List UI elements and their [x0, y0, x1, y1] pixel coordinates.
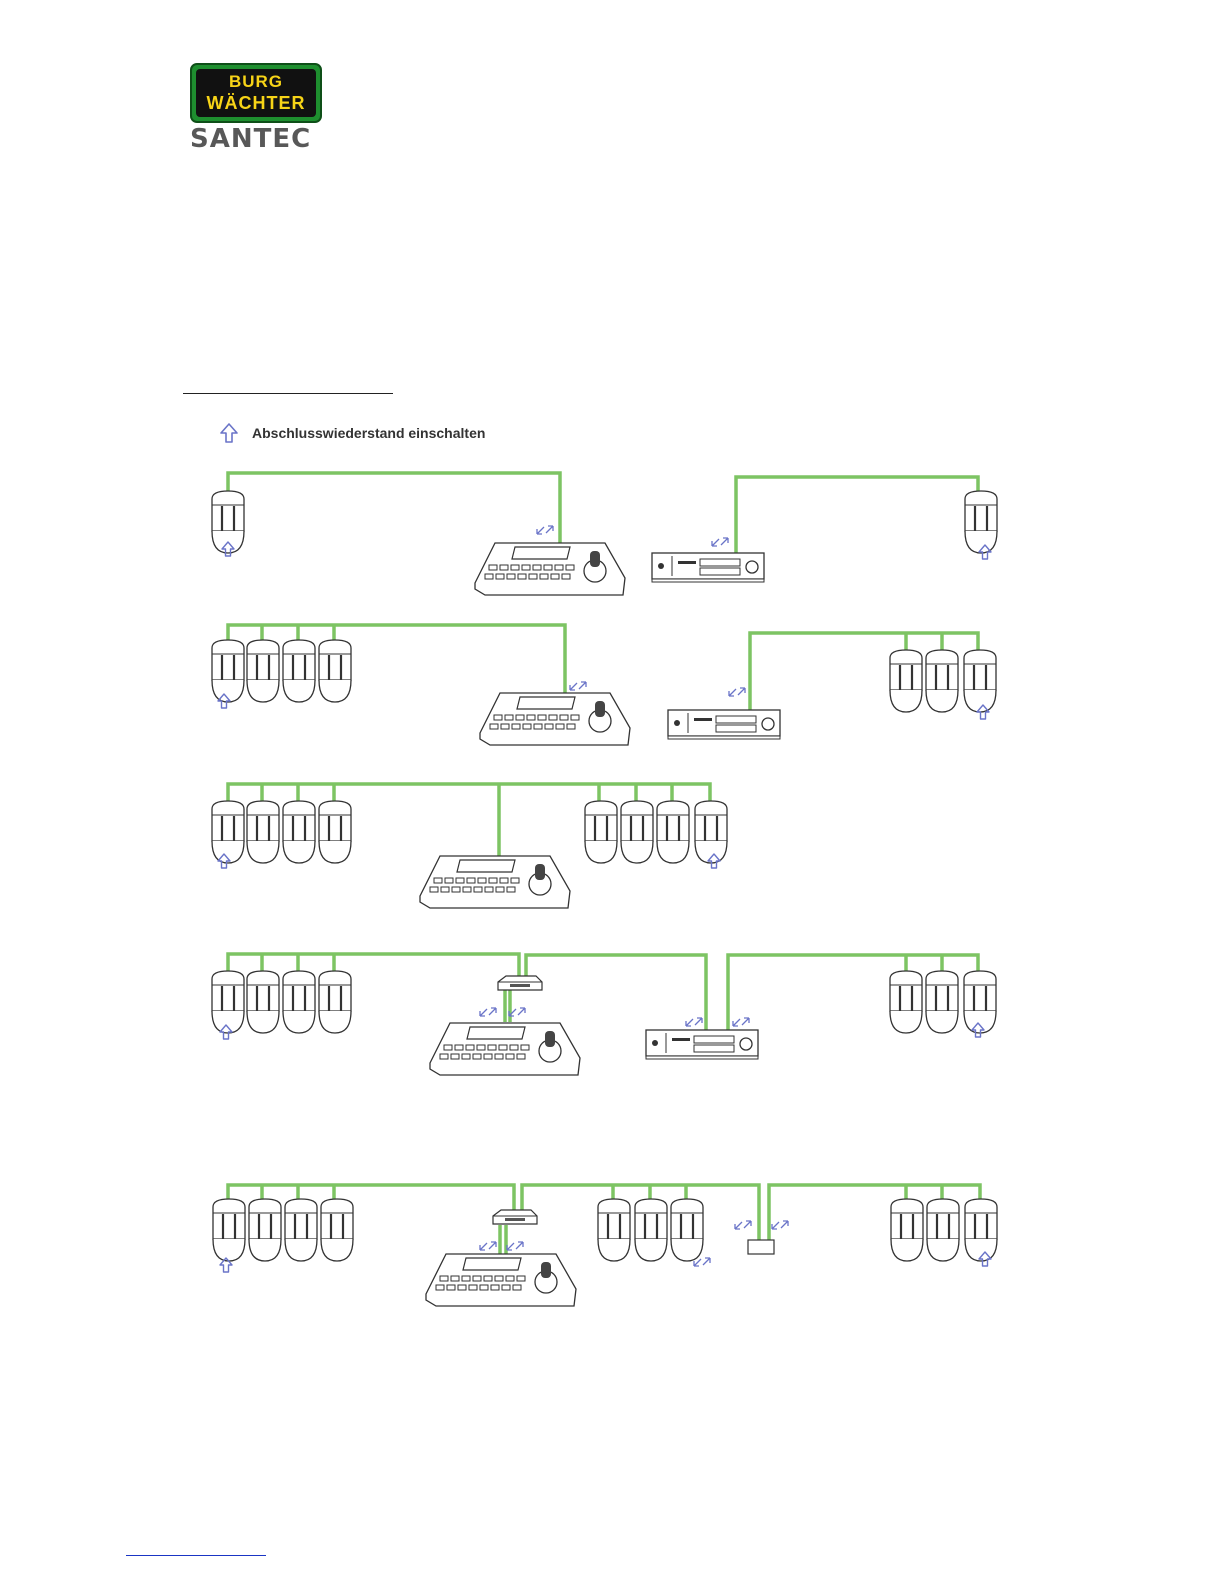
- dome-camera: [926, 650, 958, 712]
- dome-camera: [285, 1199, 317, 1261]
- dome-camera: [585, 801, 617, 863]
- distributor: [498, 976, 542, 990]
- ptz-keyboard: [426, 1254, 576, 1306]
- dome-camera: [926, 971, 958, 1033]
- dome-camera: [635, 1199, 667, 1261]
- dome-camera: [598, 1199, 630, 1261]
- dome-camera: [319, 801, 351, 863]
- dome-camera: [891, 1199, 923, 1261]
- dome-camera: [283, 801, 315, 863]
- dome-camera: [890, 650, 922, 712]
- double-arrow-icon: [772, 1221, 788, 1229]
- dome-camera: [695, 801, 727, 863]
- double-arrow-icon: [686, 1018, 702, 1026]
- dvr-recorder: [646, 1030, 758, 1059]
- dome-camera: [247, 801, 279, 863]
- dome-camera: [247, 640, 279, 702]
- double-arrow-icon: [729, 688, 745, 696]
- ptz-keyboard: [420, 856, 570, 908]
- dome-camera: [319, 640, 351, 702]
- dvr-recorder: [668, 710, 780, 739]
- double-arrow-icon: [712, 538, 728, 546]
- dvr-recorder: [652, 553, 764, 582]
- dome-camera: [964, 971, 996, 1033]
- dome-camera: [927, 1199, 959, 1261]
- double-arrow-icon: [733, 1018, 749, 1026]
- dome-camera: [212, 491, 244, 553]
- dome-camera: [283, 971, 315, 1033]
- ptz-keyboard: [475, 543, 625, 595]
- dome-camera: [212, 971, 244, 1033]
- dome-camera: [621, 801, 653, 863]
- dome-camera: [247, 971, 279, 1033]
- double-arrow-icon: [507, 1242, 523, 1250]
- dome-camera: [964, 650, 996, 712]
- dome-camera: [319, 971, 351, 1033]
- double-arrow-icon: [570, 682, 586, 690]
- ptz-keyboard: [480, 693, 630, 745]
- ptz-keyboard: [430, 1023, 580, 1075]
- double-arrow-icon: [480, 1242, 496, 1250]
- dome-camera: [213, 1199, 245, 1261]
- double-arrow-icon: [480, 1008, 496, 1016]
- distributor: [493, 1210, 537, 1224]
- footer-link-underline: [126, 1555, 266, 1556]
- dome-camera: [249, 1199, 281, 1261]
- dome-camera: [212, 801, 244, 863]
- dome-camera: [321, 1199, 353, 1261]
- dome-camera: [283, 640, 315, 702]
- double-arrow-icon: [735, 1221, 751, 1229]
- dome-camera: [671, 1199, 703, 1261]
- double-arrow-icon: [694, 1258, 710, 1266]
- dome-camera: [890, 971, 922, 1033]
- dome-camera: [657, 801, 689, 863]
- dome-camera: [965, 1199, 997, 1261]
- dome-camera: [212, 640, 244, 702]
- double-arrow-icon: [537, 526, 553, 534]
- dome-camera: [965, 491, 997, 553]
